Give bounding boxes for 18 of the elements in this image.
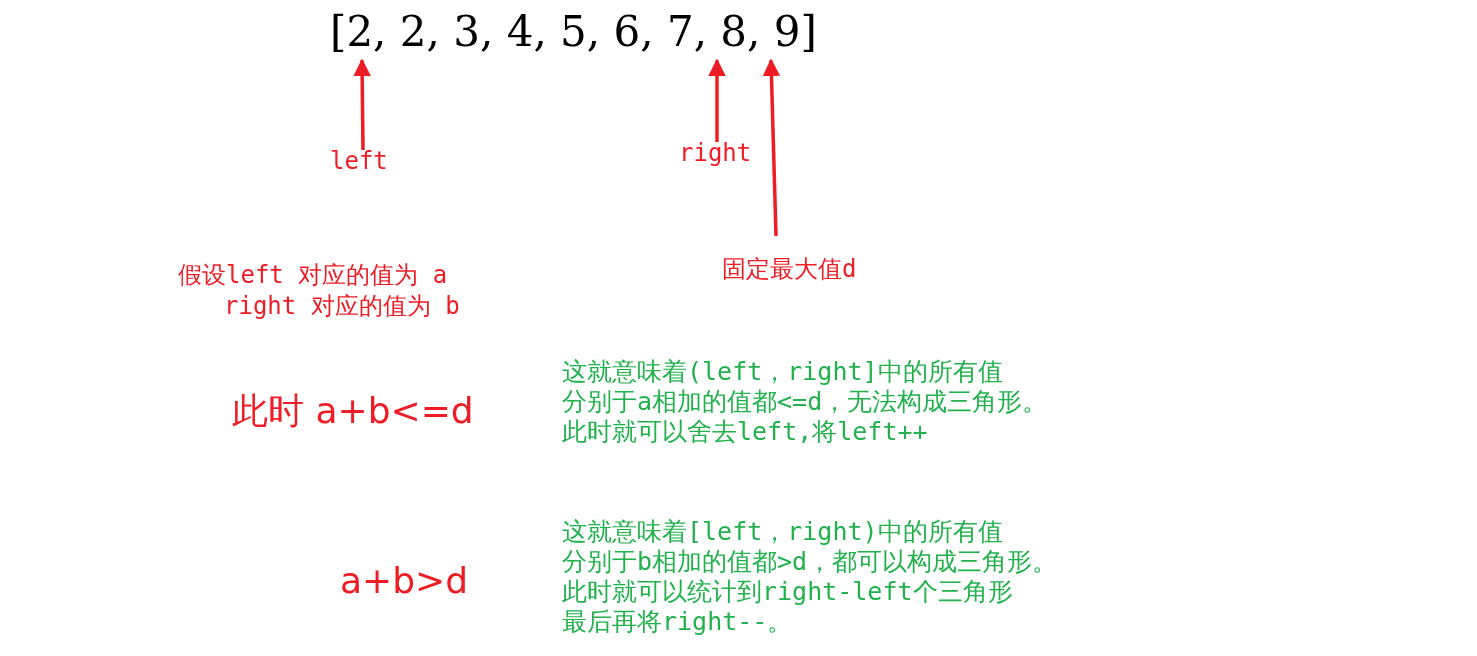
pointer-label: 固定最大值d — [722, 256, 857, 284]
explanation-text: 此时就可以舍去left,将left++ — [562, 418, 928, 447]
condition-text: a+b>d — [340, 560, 469, 602]
arrow — [762, 58, 781, 237]
explanation-text: 分别于a相加的值都<=d，无法构成三角形。 — [562, 388, 1048, 417]
arrow — [353, 58, 371, 150]
arrow — [708, 58, 726, 142]
explanation-text: 这就意味着(left，right]中的所有值 — [562, 358, 1003, 387]
note-text: right 对应的值为 b — [224, 293, 460, 321]
note-text: 假设left 对应的值为 a — [178, 262, 448, 290]
explanation-text: 此时就可以统计到right-left个三角形 — [562, 578, 1013, 607]
pointer-label: right — [679, 140, 752, 168]
condition-text: 此时 a+b<=d — [232, 390, 474, 432]
explanation-text: 这就意味着[left，right)中的所有值 — [562, 518, 1003, 547]
explanation-text: 最后再将right--。 — [562, 608, 793, 637]
array-text: [2, 2, 3, 4, 5, 6, 7, 8, 9] — [330, 8, 817, 57]
explanation-text: 分别于b相加的值都>d，都可以构成三角形。 — [562, 548, 1058, 577]
pointer-label: left — [330, 148, 388, 176]
